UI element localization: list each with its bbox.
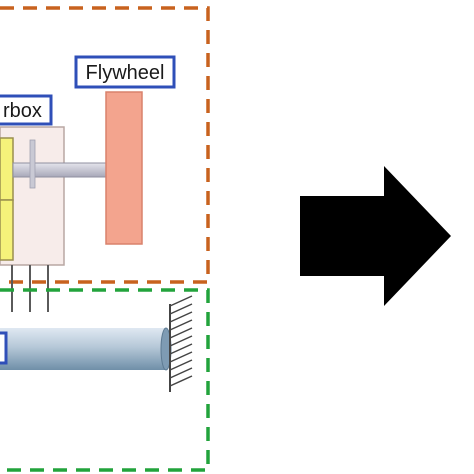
cylindrical-rod xyxy=(0,328,166,370)
right-arrow-icon xyxy=(300,166,451,306)
hatch-mark xyxy=(169,351,193,363)
flywheel xyxy=(105,91,143,245)
hatch-mark xyxy=(169,335,193,347)
hatch-mark xyxy=(169,375,193,387)
hatch-mark xyxy=(169,359,193,371)
gear-block-upper xyxy=(0,137,14,201)
gearbox-shaft-connector xyxy=(29,139,36,189)
hatch-mark xyxy=(169,367,193,379)
gearbox-label: rbox xyxy=(3,100,42,122)
hatch-mark xyxy=(169,295,193,307)
gearbox-label-box xyxy=(0,94,53,126)
upper-dashed-frame xyxy=(0,6,210,284)
lower-dashed-frame xyxy=(0,288,210,472)
gear-block-lower xyxy=(0,199,14,261)
hatch-mark xyxy=(169,327,193,339)
hatched-wall-icon xyxy=(169,295,193,392)
shaft xyxy=(12,162,107,178)
hatch-mark xyxy=(169,343,193,355)
hatch-mark xyxy=(169,311,193,323)
hatch-mark xyxy=(169,303,193,315)
rod-label-box xyxy=(0,331,8,365)
flywheel-label-box xyxy=(74,55,176,89)
hatch-mark xyxy=(169,319,193,331)
flywheel-label: Flywheel xyxy=(86,62,165,84)
